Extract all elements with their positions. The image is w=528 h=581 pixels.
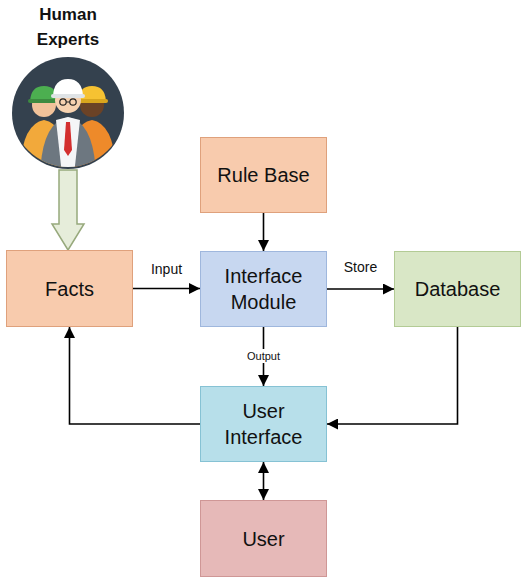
node-label: User Interface xyxy=(209,398,318,450)
interface-box: User Interface xyxy=(200,386,327,462)
database-box: Database xyxy=(394,251,521,327)
node-label: User xyxy=(242,526,284,552)
edge-label: Input xyxy=(151,261,182,277)
user-box: User xyxy=(200,500,327,577)
edge-label: Output xyxy=(245,349,282,363)
node-label: Database xyxy=(415,276,501,302)
connector-arrow xyxy=(327,288,394,290)
connector-arrow xyxy=(263,213,265,251)
connector-arrow xyxy=(263,462,265,500)
node-label: Facts xyxy=(45,276,94,302)
rule-base-box: Rule Base xyxy=(200,137,327,213)
connector-arrow xyxy=(327,327,458,424)
block-arrow xyxy=(52,170,84,250)
circle-shape xyxy=(12,57,124,169)
edge-label: Store xyxy=(344,259,377,275)
process-box: Interface Module xyxy=(200,251,327,327)
node-heading: Human Experts xyxy=(11,2,125,52)
connector-arrow xyxy=(70,327,201,424)
node-label: Rule Base xyxy=(217,162,309,188)
connector-arrow xyxy=(133,288,200,290)
experts-illustration xyxy=(0,0,140,175)
node-label: Interface Module xyxy=(209,263,318,315)
facts-box: Facts xyxy=(6,250,133,327)
